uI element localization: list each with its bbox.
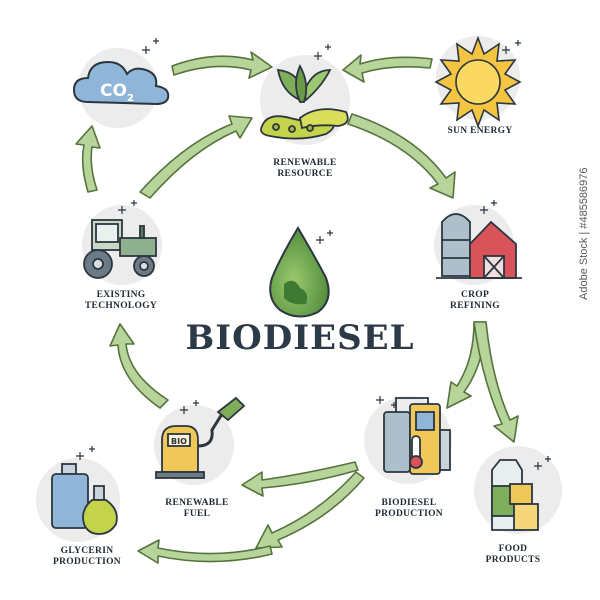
arrow-technology-to-resource	[139, 115, 253, 199]
label-existing-technology: EXISTING TECHNOLOGY	[84, 290, 158, 311]
label-glycerin-production: GLYCERIN PRODUCTION	[53, 546, 121, 567]
label-food-products: FOOD PRODUCTS	[485, 544, 541, 565]
sparkles	[76, 38, 551, 470]
co2-text: CO	[100, 81, 127, 101]
arrow-co2-to-resource	[171, 51, 273, 79]
refinery-icon	[383, 397, 451, 475]
co2-cloud-icon: CO 2	[72, 60, 170, 106]
tractor-icon	[83, 219, 157, 279]
fuel-pump-icon: BIO	[155, 396, 246, 479]
arrow-production-to-glycerin-lower	[137, 539, 273, 564]
label-renewable-fuel: RENEWABLE FUEL	[165, 498, 229, 519]
leaf-pods-icon	[260, 63, 349, 140]
label-biodiesel-production: BIODIESEL PRODUCTION	[375, 498, 443, 519]
biodiesel-drop-icon	[269, 226, 330, 318]
silo-barn-icon	[436, 213, 522, 279]
arrow-fuel-to-technology	[109, 323, 169, 409]
label-renewable-resource: RENEWABLE RESOURCE	[273, 158, 337, 179]
fuel-pump-badge: BIO	[171, 437, 187, 446]
arrow-sun-to-resource	[342, 54, 433, 83]
arrow-technology-to-co2	[75, 125, 101, 193]
arrow-resource-to-crop	[347, 113, 456, 199]
glycerin-bottles-icon	[51, 463, 118, 535]
label-crop-refining: CROP REFINING	[450, 290, 500, 311]
label-sun-energy: SUN ENERGY	[447, 126, 513, 136]
sun-icon	[434, 35, 522, 129]
cycle-arrows	[75, 51, 519, 564]
diagram-title: BIODIESEL	[185, 318, 415, 358]
co2-subscript: 2	[127, 93, 134, 104]
stock-watermark-id: Adobe Stock | #485586976	[578, 167, 590, 300]
arrow-crop-to-food	[473, 321, 519, 443]
food-carton-icon	[491, 459, 539, 531]
arrow-production-to-fuel	[241, 461, 359, 497]
